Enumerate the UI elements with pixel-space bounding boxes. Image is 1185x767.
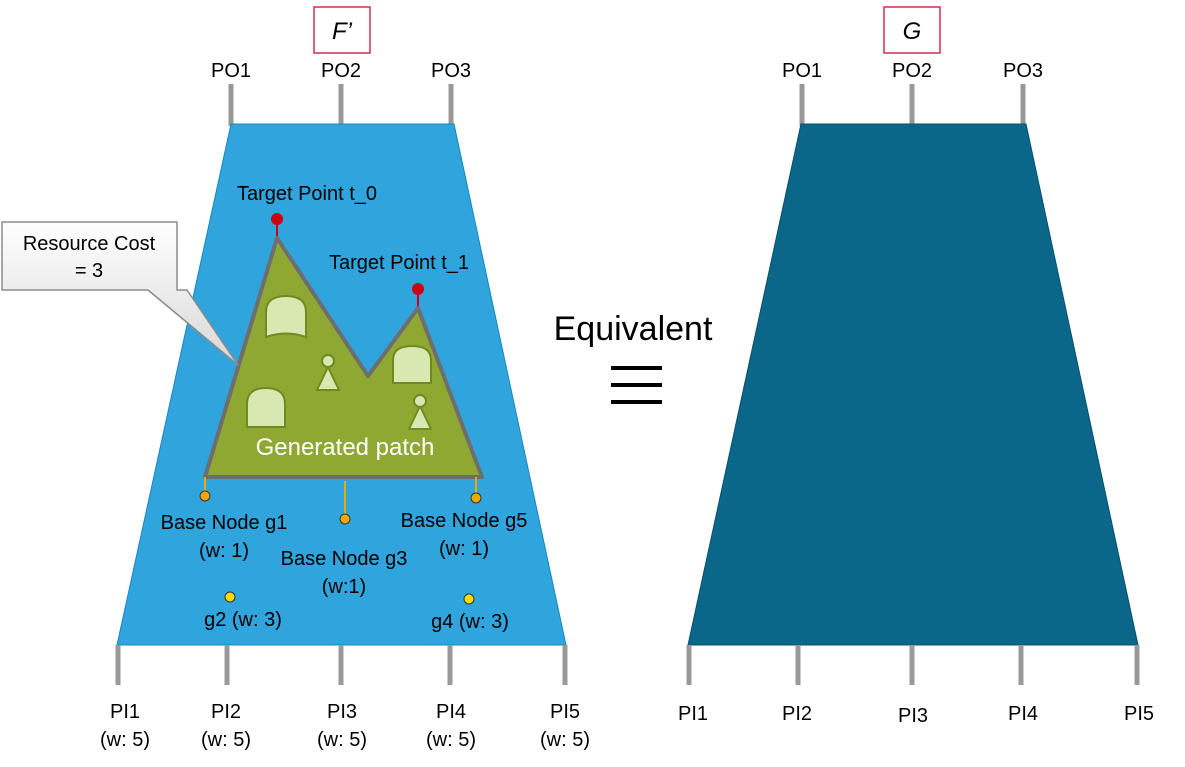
node-g2-label: g2 (w: 3) [204, 609, 282, 631]
and-gate-icon [392, 344, 432, 384]
output-label-po2: PO2 [892, 60, 932, 82]
base-node-g5-weight: (w: 1) [439, 538, 489, 560]
node-g4 [463, 593, 475, 605]
input-label-pi2: PI2 [211, 701, 241, 723]
title-box-f-prime [313, 6, 371, 54]
inverter-icon [315, 354, 341, 391]
and-gate-icon [246, 386, 286, 428]
output-label-po2: PO2 [321, 60, 361, 82]
base-node-g3-label: Base Node g3 [281, 548, 408, 570]
output-label-po1: PO1 [211, 60, 251, 82]
node-g2 [224, 591, 236, 603]
input-label-pi2: PI2 [782, 703, 812, 725]
equivalence-symbol-icon [611, 366, 662, 404]
input-weight-pi2: (w: 5) [201, 729, 251, 751]
input-label-pi4: PI4 [436, 701, 466, 723]
equivalence-indicator: Equivalent [554, 310, 713, 404]
base-node-g3-weight: (w:1) [322, 576, 366, 598]
callout-line-1: Resource Cost [23, 233, 156, 255]
resource-cost-callout: Resource Cost = 3 [1, 221, 239, 366]
input-label-pi1: PI1 [110, 701, 140, 723]
input-weight-pi4: (w: 5) [426, 729, 476, 751]
target-point-t0 [271, 213, 283, 225]
input-label-pi4: PI4 [1008, 703, 1038, 725]
output-label-po3: PO3 [1003, 60, 1043, 82]
output-label-po1: PO1 [782, 60, 822, 82]
callout-line-2: = 3 [75, 260, 103, 282]
input-label-pi3: PI3 [327, 701, 357, 723]
input-label-pi5: PI5 [1124, 703, 1154, 725]
target-point-t0-label: Target Point t_0 [237, 183, 377, 205]
base-node-g5 [470, 492, 482, 504]
equivalent-label: Equivalent [554, 310, 713, 348]
circuit-g: G PO1 PO2 PO3 PI1 PI2 PI3 PI4 PI5 [678, 6, 1154, 727]
base-node-g5-label: Base Node g5 [401, 510, 528, 532]
input-weight-pi1: (w: 5) [100, 729, 150, 751]
base-node-g1 [199, 490, 211, 502]
input-label-pi5: PI5 [550, 701, 580, 723]
title-f-prime: F’ [332, 18, 353, 45]
node-g4-label: g4 (w: 3) [431, 611, 509, 633]
target-point-t1-label: Target Point t_1 [329, 252, 469, 274]
patch-label: Generated patch [256, 434, 435, 461]
base-node-g3 [339, 513, 351, 525]
target-point-t1 [412, 283, 424, 295]
or-gate-icon [265, 294, 307, 339]
output-label-po3: PO3 [431, 60, 471, 82]
input-weight-pi5: (w: 5) [540, 729, 590, 751]
input-weight-pi3: (w: 5) [317, 729, 367, 751]
title-box-g [883, 6, 941, 54]
title-g: G [903, 18, 922, 45]
input-label-pi3: PI3 [898, 705, 928, 727]
circuit-body-g [687, 123, 1139, 646]
base-node-g1-label: Base Node g1 [161, 512, 288, 534]
input-label-pi1: PI1 [678, 703, 708, 725]
inverter-icon [407, 394, 433, 430]
circuit-f-prime: F’ PO1 PO2 PO3 PI1 (w: 5) PI2 (w: 5) PI3… [1, 6, 590, 751]
base-node-g1-weight: (w: 1) [199, 540, 249, 562]
